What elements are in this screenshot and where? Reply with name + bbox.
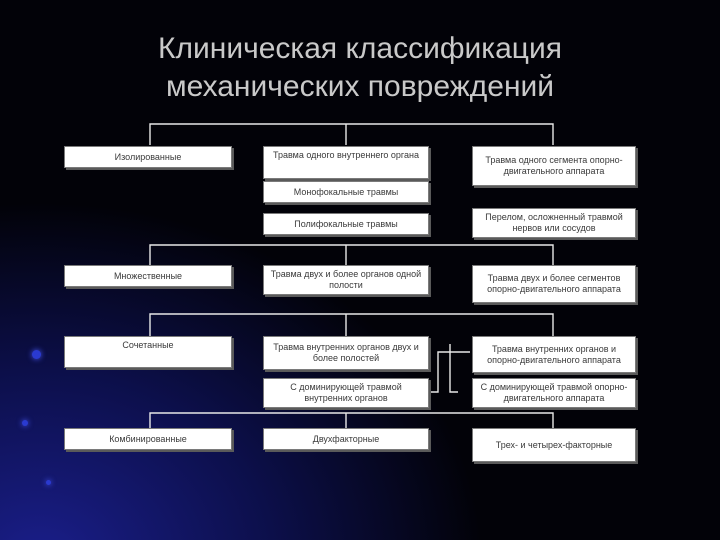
box-one-segment: Травма одного сегмента опорно-двигательн… xyxy=(472,146,636,186)
box-dominant-musculoskeletal: С доминирующей травмой опорно-двигательн… xyxy=(472,378,636,408)
connector-cross-1 xyxy=(449,344,458,393)
decor-orb-1 xyxy=(32,350,41,359)
box-multiple-label: Множественные xyxy=(113,270,183,281)
box-combined-label: Сочетанные xyxy=(122,340,174,350)
box-fracture-complicated: Перелом, осложненный травмой нервов или … xyxy=(472,208,636,238)
box-dominant-musculoskeletal-label: С доминирующей травмой опорно-двигательн… xyxy=(480,382,628,403)
box-fracture-complicated-label: Перелом, осложненный травмой нервов или … xyxy=(485,212,623,233)
box-two-segments-label: Травма двух и более сегментов опорно-дви… xyxy=(487,273,621,294)
box-one-organ: Травма одного внутреннего органа xyxy=(263,146,429,179)
box-internal-two-cavities: Травма внутренних органов двух и более п… xyxy=(263,336,429,370)
connector-multiple xyxy=(149,244,554,265)
box-polyfocal: Полифокальные травмы xyxy=(263,213,429,235)
decor-orb-2 xyxy=(22,420,28,426)
box-combination-label: Комбинированные xyxy=(109,433,187,444)
box-dominant-internal: С доминирующей травмой внутренних органо… xyxy=(263,378,429,408)
connector-top xyxy=(149,123,554,145)
box-polyfocal-label: Полифокальные травмы xyxy=(294,218,398,229)
box-internal-and-musculoskeletal-label: Травма внутренних органов и опорно-двига… xyxy=(487,343,621,365)
slide-title: Клиническая классификация механических п… xyxy=(100,30,620,106)
box-dominant-internal-label: С доминирующей травмой внутренних органо… xyxy=(290,382,402,403)
box-two-segments: Травма двух и более сегментов опорно-дви… xyxy=(472,265,636,303)
box-two-factor: Двухфакторные xyxy=(263,428,429,450)
box-multiple: Множественные xyxy=(64,265,232,287)
box-isolated-label: Изолированные xyxy=(114,151,182,162)
box-two-organs-one-cavity: Травма двух и более органов одной полост… xyxy=(263,265,429,295)
box-internal-two-cavities-label: Травма внутренних органов двух и более п… xyxy=(273,342,419,363)
box-internal-and-musculoskeletal: Травма внутренних органов и опорно-двига… xyxy=(472,336,636,373)
box-three-four-factor: Трех- и четырех-факторные xyxy=(472,428,636,462)
box-one-segment-label: Травма одного сегмента опорно-двигательн… xyxy=(485,155,623,176)
box-two-factor-label: Двухфакторные xyxy=(312,433,380,444)
connector-cross-2 xyxy=(430,351,470,393)
box-combination: Комбинированные xyxy=(64,428,232,450)
connector-combination xyxy=(149,412,554,428)
title-line-1: Клиническая классификация xyxy=(158,32,562,65)
connector-combined xyxy=(149,313,554,336)
box-three-four-factor-label: Трех- и четырех-факторные xyxy=(495,439,613,450)
box-combined: Сочетанные xyxy=(64,336,232,368)
box-one-organ-label: Травма одного внутреннего органа xyxy=(273,150,419,160)
box-monofocal: Монофокальные травмы xyxy=(263,181,429,203)
title-line-2: механических повреждений xyxy=(165,70,555,103)
box-two-organs-one-cavity-label: Травма двух и более органов одной полост… xyxy=(270,269,422,290)
decor-orb-3 xyxy=(46,480,51,485)
box-isolated: Изолированные xyxy=(64,146,232,168)
box-monofocal-label: Монофокальные травмы xyxy=(293,186,399,197)
